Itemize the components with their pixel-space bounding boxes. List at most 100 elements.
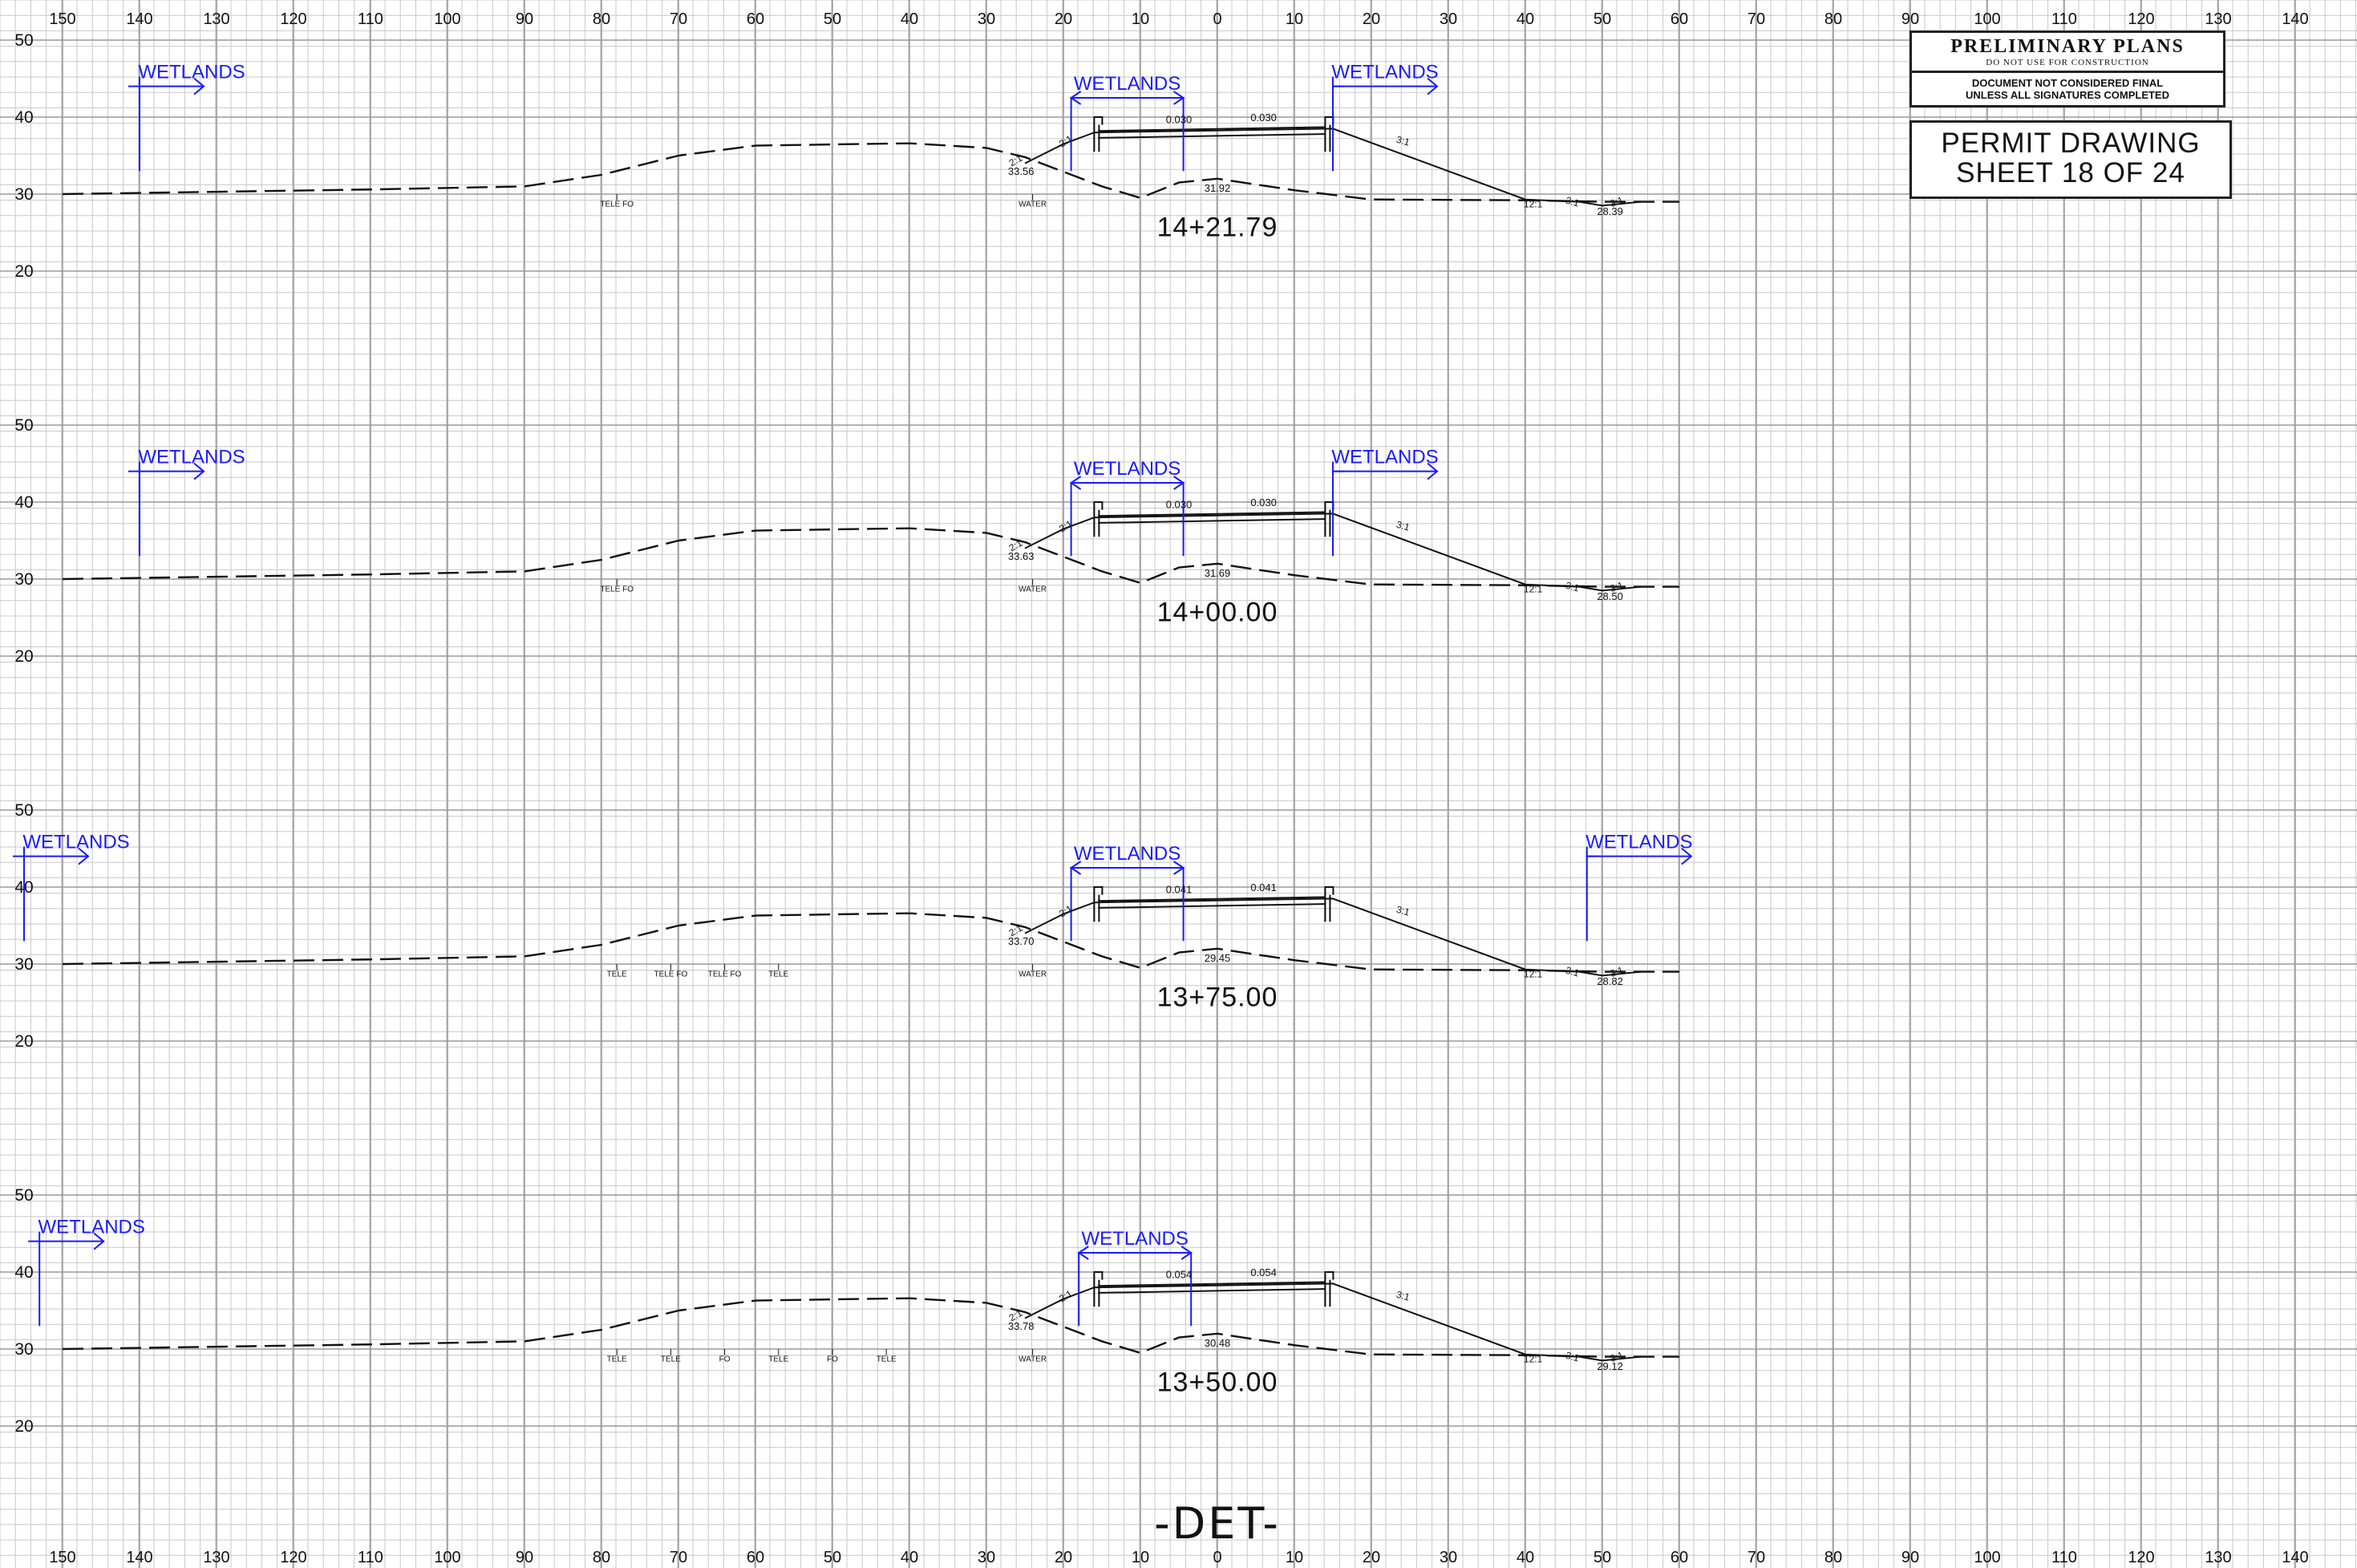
offset-label-bottom: 140 bbox=[126, 1549, 152, 1566]
offset-label-bottom: 0 bbox=[1213, 1549, 1221, 1566]
station-label: 14+00.00 bbox=[1157, 597, 1278, 627]
utility-label: FO bbox=[827, 1355, 838, 1363]
wetlands-arrow bbox=[1069, 861, 1185, 875]
pavement-line bbox=[1098, 126, 1326, 132]
elevation-callout: 28.82 bbox=[1597, 975, 1623, 987]
wetlands-arrow bbox=[1586, 847, 1693, 865]
pavement-line bbox=[1098, 133, 1326, 139]
offset-label-top: 100 bbox=[434, 10, 460, 28]
offset-label-top: 70 bbox=[1748, 10, 1765, 28]
pavement-line bbox=[1098, 896, 1326, 902]
slope-ratio-label: 3:1 bbox=[1609, 579, 1626, 594]
offset-label-top: 10 bbox=[1286, 10, 1303, 28]
elevation-label: 40 bbox=[14, 493, 33, 512]
cross-slope-label: 0.030 bbox=[1250, 111, 1277, 124]
offset-label-bottom: 110 bbox=[358, 1549, 383, 1566]
prelim-note-1: DOCUMENT NOT CONSIDERED FINAL bbox=[1971, 77, 2164, 89]
elevation-label: 40 bbox=[14, 1263, 33, 1282]
slope-ratio-label: 12:1 bbox=[1524, 1353, 1543, 1364]
elevation-callout: 33.78 bbox=[1008, 1320, 1035, 1332]
elevation-callout: 33.63 bbox=[1008, 550, 1035, 562]
utility-label: WATER bbox=[1019, 1355, 1047, 1363]
wetlands-arrow bbox=[1332, 77, 1439, 95]
wetlands-label: WETLANDS bbox=[1074, 843, 1181, 865]
wetlands-bracket bbox=[128, 470, 140, 557]
slope-ratio-label: 3:1 bbox=[1395, 904, 1411, 918]
offset-label-top: 40 bbox=[1517, 10, 1534, 28]
offset-label-bottom: 140 bbox=[2282, 1549, 2308, 1566]
elevation-label: 20 bbox=[14, 647, 33, 666]
cross-slope-label: 0.054 bbox=[1250, 1266, 1277, 1278]
utility-label: FO bbox=[719, 1355, 731, 1363]
offset-label-top: 90 bbox=[516, 10, 533, 28]
offset-label-bottom: 30 bbox=[1440, 1549, 1457, 1566]
offset-label-top: 80 bbox=[593, 10, 610, 28]
wetlands-bracket bbox=[1586, 855, 1598, 942]
offset-label-top: 50 bbox=[1594, 10, 1611, 28]
wetlands-label: WETLANDS bbox=[38, 1217, 145, 1238]
offset-label-top: 10 bbox=[1132, 10, 1149, 28]
pavement-line bbox=[1098, 1288, 1326, 1294]
wetlands-arrow bbox=[139, 77, 205, 95]
wetlands-label: WETLANDS bbox=[1331, 447, 1438, 468]
permit-drawing-box: PERMIT DRAWING SHEET 18 OF 24 bbox=[1909, 120, 2232, 199]
slope-ratio-label: 12:1 bbox=[1524, 198, 1543, 209]
offset-label-top: 140 bbox=[2282, 10, 2308, 28]
wetlands-label: WETLANDS bbox=[1331, 62, 1438, 83]
offset-label-top: 130 bbox=[2205, 10, 2231, 28]
wetlands-arrow bbox=[1069, 91, 1185, 105]
permit-title: PERMIT DRAWING bbox=[1941, 128, 2201, 159]
curb-gutter bbox=[1324, 1271, 1334, 1307]
existing-ground-line bbox=[62, 527, 1679, 588]
offset-label-top: 110 bbox=[358, 10, 383, 28]
elevation-callout: 29.45 bbox=[1205, 952, 1231, 964]
curb-gutter bbox=[1324, 501, 1334, 537]
offset-label-top: 20 bbox=[1363, 10, 1380, 28]
slope-ratio-label: 12:1 bbox=[1524, 583, 1543, 594]
offset-label-bottom: 20 bbox=[1363, 1549, 1380, 1566]
station-label: 14+21.79 bbox=[1157, 212, 1278, 242]
pavement-line bbox=[1098, 511, 1326, 517]
wetlands-bracket bbox=[28, 1240, 41, 1327]
wetlands-bracket bbox=[1070, 867, 1185, 942]
cross-slope-label: 0.030 bbox=[1166, 114, 1193, 126]
elevation-label: 30 bbox=[14, 185, 33, 204]
offset-label-bottom: 10 bbox=[1286, 1549, 1303, 1566]
utility-label: TELE FO bbox=[600, 585, 634, 594]
wetlands-bracket bbox=[1070, 97, 1185, 172]
wetlands-label: WETLANDS bbox=[1074, 458, 1181, 480]
wetlands-label: WETLANDS bbox=[1074, 73, 1181, 95]
offset-label-bottom: 50 bbox=[1594, 1549, 1611, 1566]
wetlands-bracket bbox=[1078, 1252, 1193, 1327]
curb-gutter bbox=[1093, 116, 1104, 152]
cross-slope-label: 0.030 bbox=[1166, 499, 1193, 511]
wetlands-arrow bbox=[23, 847, 90, 865]
slope-ratio-label: 3:1 bbox=[1395, 1289, 1411, 1303]
existing-ground-line bbox=[62, 912, 1679, 973]
elevation-label: 50 bbox=[14, 1186, 33, 1205]
offset-label-top: 80 bbox=[1824, 10, 1842, 28]
offset-label-top: 30 bbox=[1440, 10, 1457, 28]
slope-ratio-label: 3:1 bbox=[1609, 194, 1626, 209]
offset-label-bottom: 100 bbox=[434, 1549, 460, 1566]
elevation-callout: 31.92 bbox=[1205, 182, 1231, 194]
offset-label-bottom: 70 bbox=[670, 1549, 687, 1566]
preliminary-plans-stamp: PRELIMINARY PLANS DO NOT USE FOR CONSTRU… bbox=[1909, 30, 2225, 107]
offset-label-top: 140 bbox=[126, 10, 152, 28]
utility-label: TELE bbox=[607, 970, 627, 978]
station-label: 13+50.00 bbox=[1157, 1367, 1278, 1397]
wetlands-label: WETLANDS bbox=[1082, 1228, 1189, 1250]
elevation-label: 20 bbox=[14, 262, 33, 281]
offset-label-bottom: 70 bbox=[1748, 1549, 1765, 1566]
offset-label-bottom: 120 bbox=[280, 1549, 306, 1566]
elevation-label: 50 bbox=[14, 31, 33, 50]
offset-label-bottom: 40 bbox=[901, 1549, 918, 1566]
cross-slope-label: 0.041 bbox=[1166, 884, 1193, 896]
existing-ground-line bbox=[62, 142, 1679, 203]
slope-ratio-label: 3:1 bbox=[1565, 1350, 1581, 1364]
